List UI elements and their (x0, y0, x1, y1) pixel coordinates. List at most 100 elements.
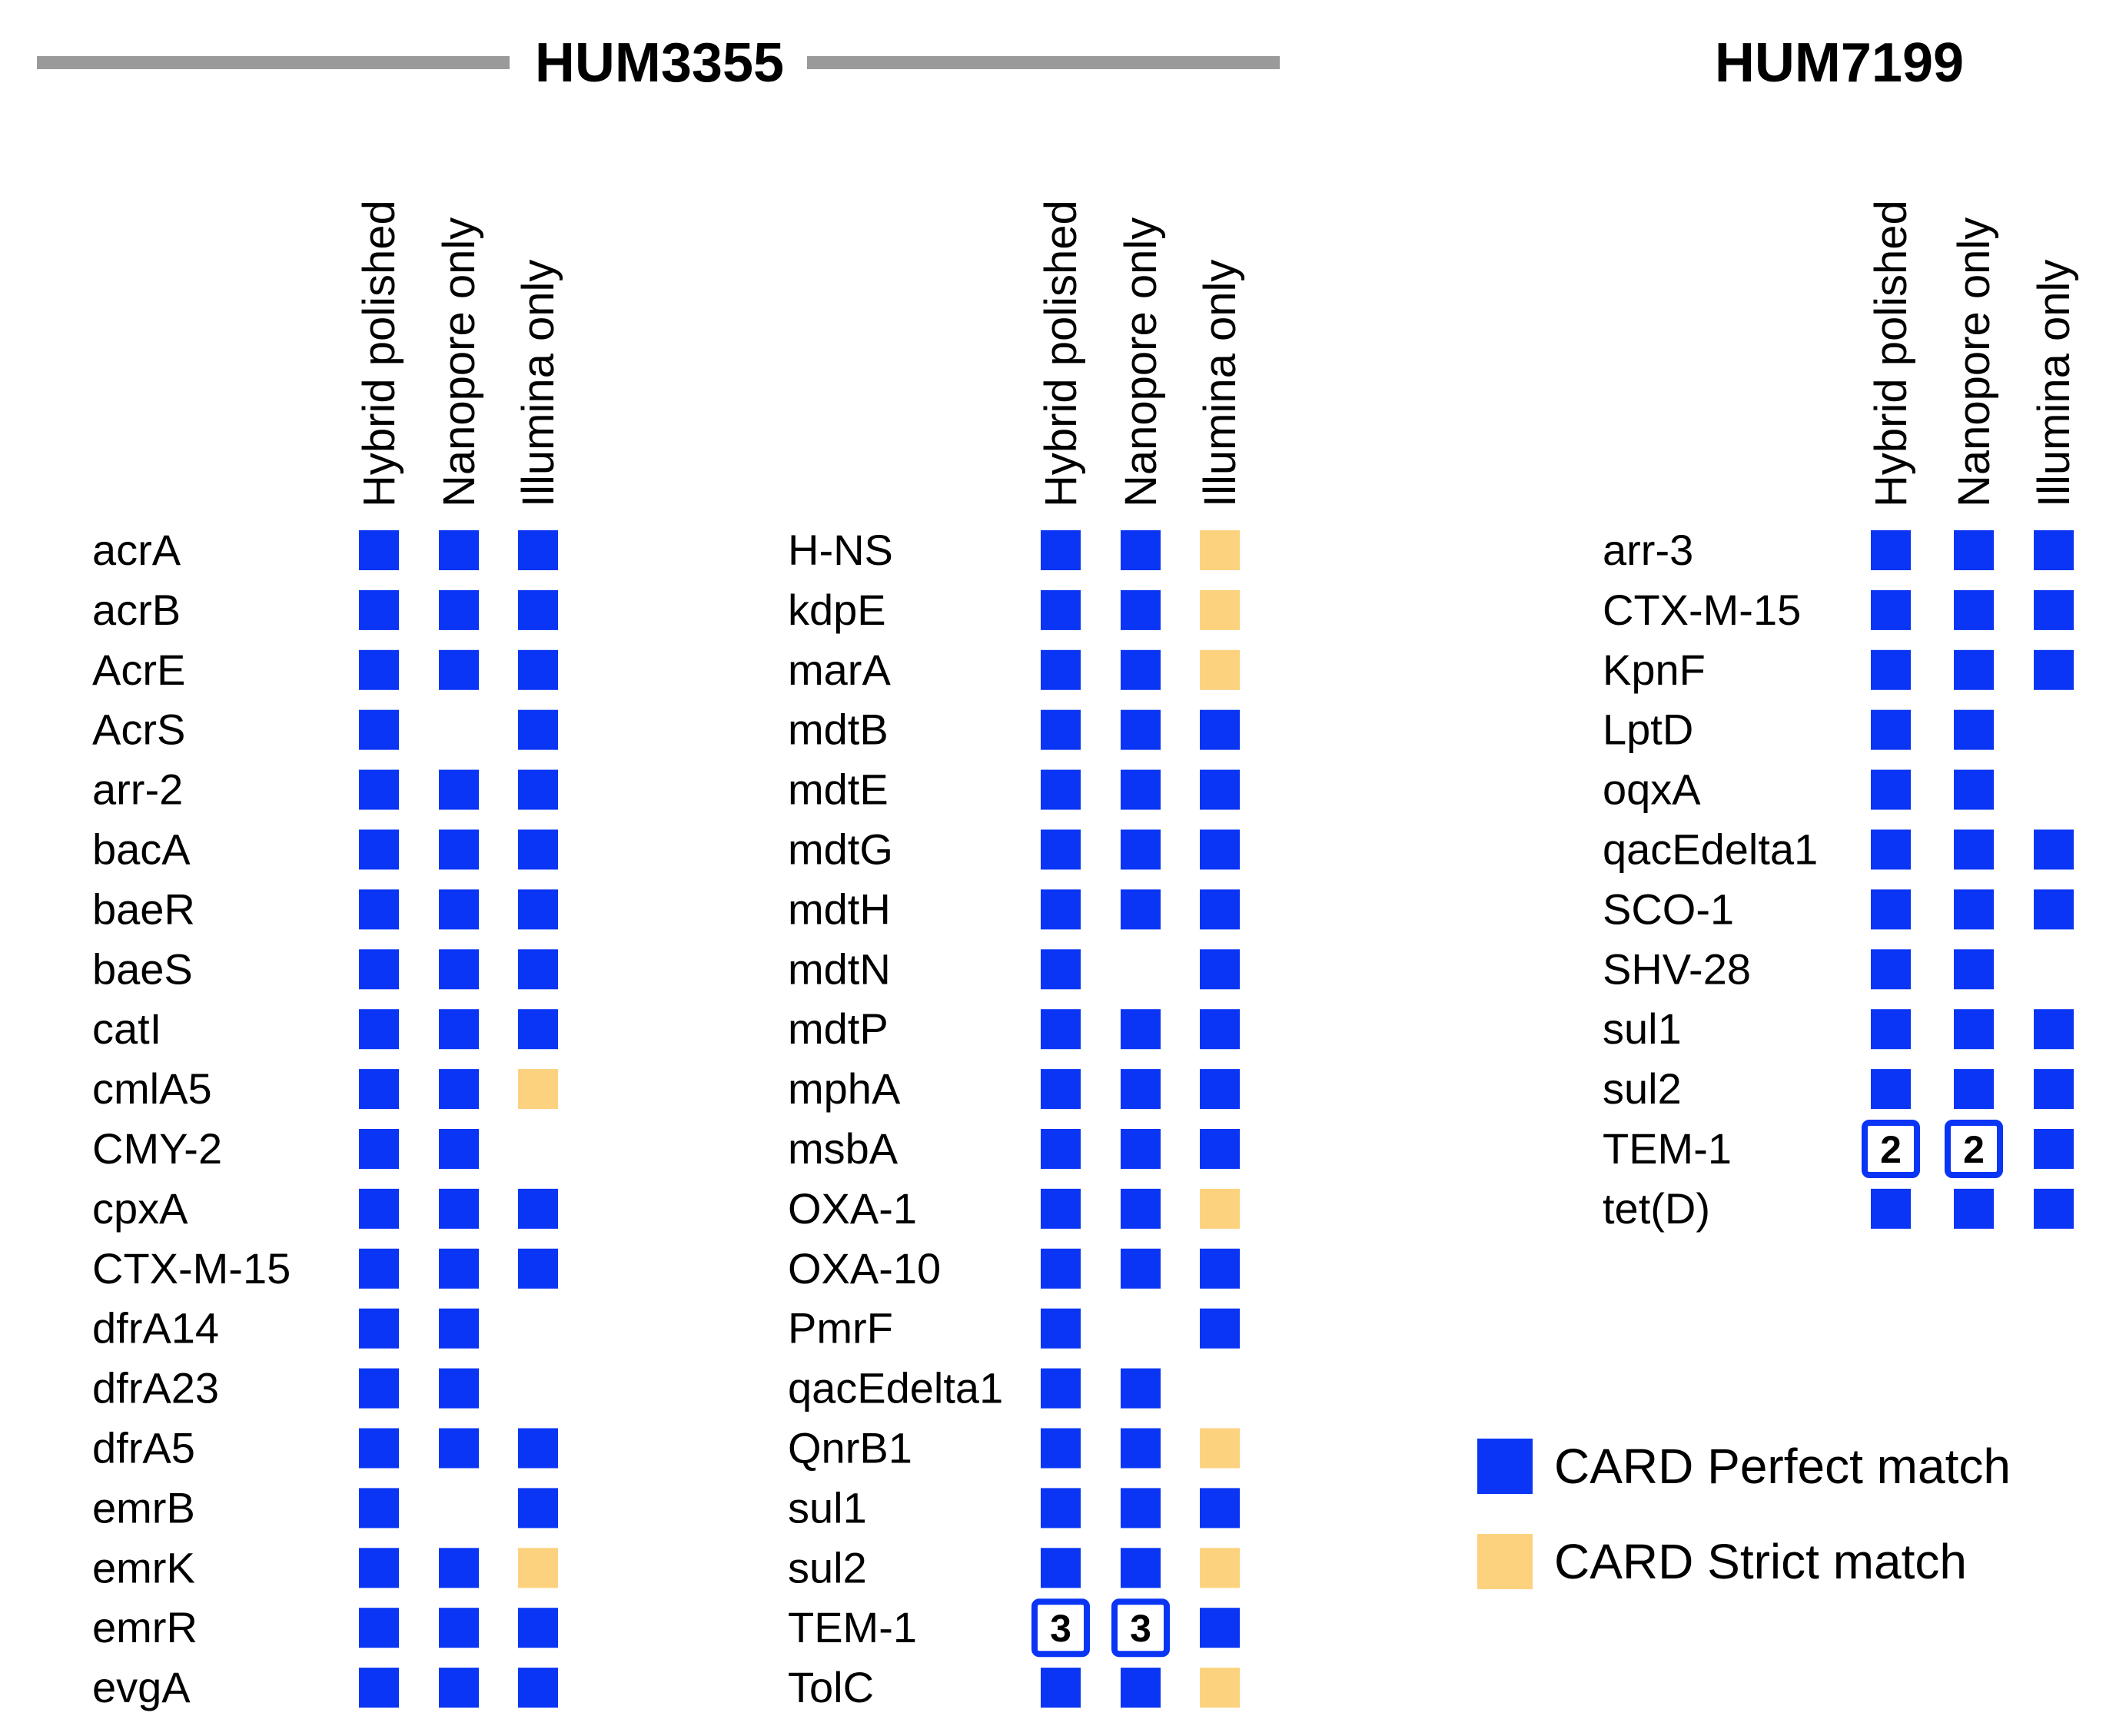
perfect-match-cell-cmla5-hybrid-polished (359, 1069, 399, 1110)
table-row: mdtH (788, 885, 1240, 933)
perfect-match-cell-ctx-m-15-nanopore-only (1954, 589, 1994, 630)
perfect-match-cell-emrb-hybrid-polished (359, 1488, 399, 1529)
perfect-match-cell-cpxa-nanopore-only (439, 1188, 479, 1229)
column-header-nanopore-only: Nanopore only (1116, 217, 1166, 507)
perfect-match-cell-tet-d-hybrid-polished (1871, 1188, 1911, 1229)
perfect-match-cell-tolc-hybrid-polished (1041, 1668, 1081, 1708)
table-row: emrR (92, 1603, 558, 1651)
gene-label-evga: evgA (92, 1663, 191, 1711)
perfect-match-cell-sul2-nanopore-only (1954, 1069, 1994, 1110)
perfect-match-cell-kpnf-hybrid-polished (1871, 649, 1911, 690)
table-row: KpnF (1603, 646, 2074, 694)
perfect-match-cell-baer-hybrid-polished (359, 889, 399, 930)
perfect-match-cell-dfra23-hybrid-polished (359, 1368, 399, 1409)
heatmap-panels: Hybrid polished Nanopore only Illumina onl… (92, 200, 2079, 1711)
table-row: sul1 (1603, 1004, 2074, 1053)
gene-label-mdtp: mdtP (788, 1004, 889, 1053)
gene-label-qnrb1: QnrB1 (788, 1424, 912, 1472)
gene-label-mdth: mdtH (788, 885, 891, 933)
perfect-match-cell-emrr-illumina-only (518, 1608, 558, 1648)
perfect-match-cell-qacedelta1-hybrid-polished (1041, 1368, 1081, 1409)
gene-label-cmla5: cmlA5 (92, 1064, 212, 1113)
perfect-match-cell-mdtp-nanopore-only (1121, 1009, 1161, 1050)
table-row: kdpE (788, 586, 1240, 634)
perfect-match-cell-mdtb-illumina-only (1200, 709, 1240, 750)
copy-count-label: 3 (1050, 1607, 1071, 1650)
table-row: LptD (1603, 705, 1994, 754)
perfect-match-cell-oqxa-nanopore-only (1954, 769, 1994, 810)
perfect-match-cell-sul1-illumina-only (2034, 1009, 2074, 1050)
strict-match-cell-emrk-illumina-only (518, 1548, 558, 1588)
copy-count-cell-tem-1-hybrid-polished (1862, 1120, 1920, 1178)
perfect-match-cell-mpha-nanopore-only (1121, 1069, 1161, 1110)
column-header-illumina-only: Illumina only (1195, 260, 1245, 507)
perfect-match-cell-tolc-nanopore-only (1121, 1668, 1161, 1708)
perfect-match-cell-msba-nanopore-only (1121, 1129, 1161, 1169)
perfect-match-cell-acre-nanopore-only (439, 649, 479, 690)
table-row: mdtN (788, 944, 1240, 993)
perfect-match-cell-baca-nanopore-only (439, 829, 479, 870)
column-header-hybrid-polished: Hybrid polished (1866, 200, 1916, 507)
perfect-match-cell-acrs-illumina-only (518, 709, 558, 750)
perfect-match-cell-qacedelta1-nanopore-only (1954, 829, 1994, 870)
column-header-illumina-only: Illumina only (513, 260, 563, 507)
table-row: arr-3 (1603, 526, 2074, 574)
gene-label-oqxa: oqxA (1603, 765, 1701, 814)
perfect-match-cell-tem-1-illumina-only (2034, 1129, 2074, 1169)
perfect-match-cell-mdtp-illumina-only (1200, 1009, 1240, 1050)
perfect-match-cell-qacedelta1-illumina-only (2034, 829, 2074, 870)
perfect-match-cell-mdtg-hybrid-polished (1041, 829, 1081, 870)
perfect-match-cell-emrk-nanopore-only (439, 1548, 479, 1588)
perfect-match-cell-mdte-nanopore-only (1121, 769, 1161, 810)
perfect-match-cell-kpnf-nanopore-only (1954, 649, 1994, 690)
table-row: baeR (92, 885, 558, 933)
perfect-match-cell-dfra14-nanopore-only (439, 1308, 479, 1349)
strict-match-cell-tolc-illumina-only (1200, 1668, 1240, 1708)
legend-label-strict: CARD Strict match (1554, 1534, 1967, 1589)
perfect-match-cell-sul2-hybrid-polished (1041, 1548, 1081, 1588)
gene-label-mpha: mphA (788, 1064, 901, 1113)
perfect-match-cell-sul2-nanopore-only (1121, 1548, 1161, 1588)
perfect-match-cell-tet-d-nanopore-only (1954, 1188, 1994, 1229)
perfect-match-cell-sul1-illumina-only (1200, 1488, 1240, 1529)
gene-label-ctx-m-15: CTX-M-15 (92, 1244, 291, 1293)
gene-label-msba: msbA (788, 1124, 899, 1173)
table-row: TolC (788, 1663, 1240, 1711)
perfect-match-cell-arr-2-illumina-only (518, 769, 558, 810)
gene-label-acre: AcrE (92, 646, 185, 694)
legend-label-perfect: CARD Perfect match (1554, 1439, 2011, 1494)
perfect-match-cell-mdth-hybrid-polished (1041, 889, 1081, 930)
table-row: acrA (92, 526, 558, 574)
gene-label-mara: marA (788, 646, 891, 694)
perfect-match-cell-tem-1-illumina-only (1200, 1608, 1240, 1648)
perfect-match-cell-qnrb1-hybrid-polished (1041, 1428, 1081, 1469)
perfect-match-cell-cmy-2-hybrid-polished (359, 1129, 399, 1169)
table-row: dfrA23 (92, 1364, 479, 1412)
perfect-match-cell-mpha-illumina-only (1200, 1069, 1240, 1110)
gene-label-emrr: emrR (92, 1603, 198, 1651)
strict-match-cell-mara-illumina-only (1200, 649, 1240, 690)
gene-label-sul2: sul2 (1603, 1064, 1682, 1113)
table-row: mdtE (788, 765, 1240, 814)
perfect-match-cell-pmrf-hybrid-polished (1041, 1308, 1081, 1349)
perfect-match-cell-cmla5-nanopore-only (439, 1069, 479, 1110)
perfect-match-cell-arr-3-nanopore-only (1954, 530, 1994, 570)
perfect-match-cell-mdtg-illumina-only (1200, 829, 1240, 870)
perfect-match-cell-sco-1-hybrid-polished (1871, 889, 1911, 930)
perfect-match-cell-baes-illumina-only (518, 949, 558, 990)
perfect-match-cell-cmy-2-nanopore-only (439, 1129, 479, 1169)
perfect-match-cell-mara-hybrid-polished (1041, 649, 1081, 690)
table-row: baeS (92, 944, 558, 993)
copy-count-cell-tem-1-nanopore-only (1945, 1120, 2003, 1178)
perfect-match-cell-tet-d-illumina-only (2034, 1188, 2074, 1229)
perfect-match-cell-acrb-hybrid-polished (359, 589, 399, 630)
perfect-match-cell-evga-illumina-only (518, 1668, 558, 1708)
legend-swatch-strict (1477, 1534, 1533, 1589)
table-row: mdtB (788, 705, 1240, 754)
perfect-match-cell-qacedelta1-hybrid-polished (1871, 829, 1911, 870)
